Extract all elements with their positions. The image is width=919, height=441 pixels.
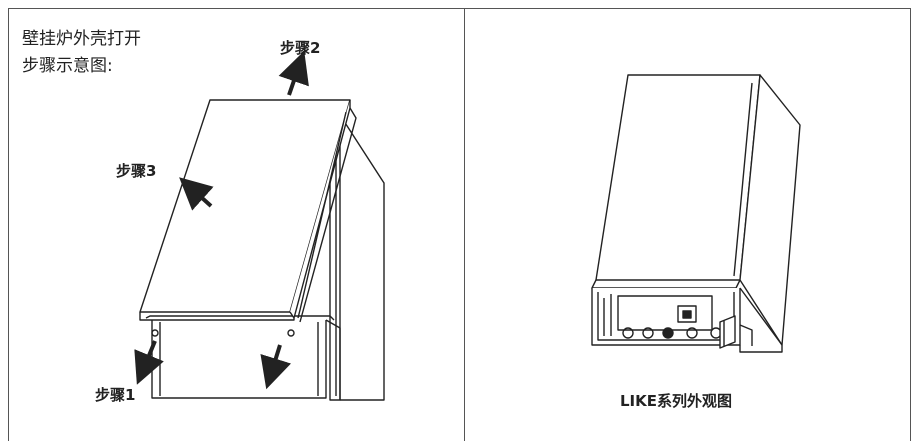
panel-divider [464, 8, 465, 441]
step1-left-arrow [134, 340, 164, 385]
instruction-title-line1: 壁挂炉外壳打开 [22, 29, 141, 49]
product-caption: LIKE系列外观图 [620, 392, 733, 410]
step1-right-arrow [260, 344, 292, 390]
outer-frame [8, 8, 911, 441]
step3-label: 步骤3 [116, 162, 157, 180]
step2-arrow [278, 50, 309, 96]
step1-label: 步骤1 [95, 386, 136, 404]
boiler-housing-open-diagram [139, 99, 385, 401]
like-series-housing-diagram [591, 74, 801, 353]
step3-arrow [179, 177, 214, 211]
instruction-title-line2: 步骤示意图: [22, 56, 113, 76]
